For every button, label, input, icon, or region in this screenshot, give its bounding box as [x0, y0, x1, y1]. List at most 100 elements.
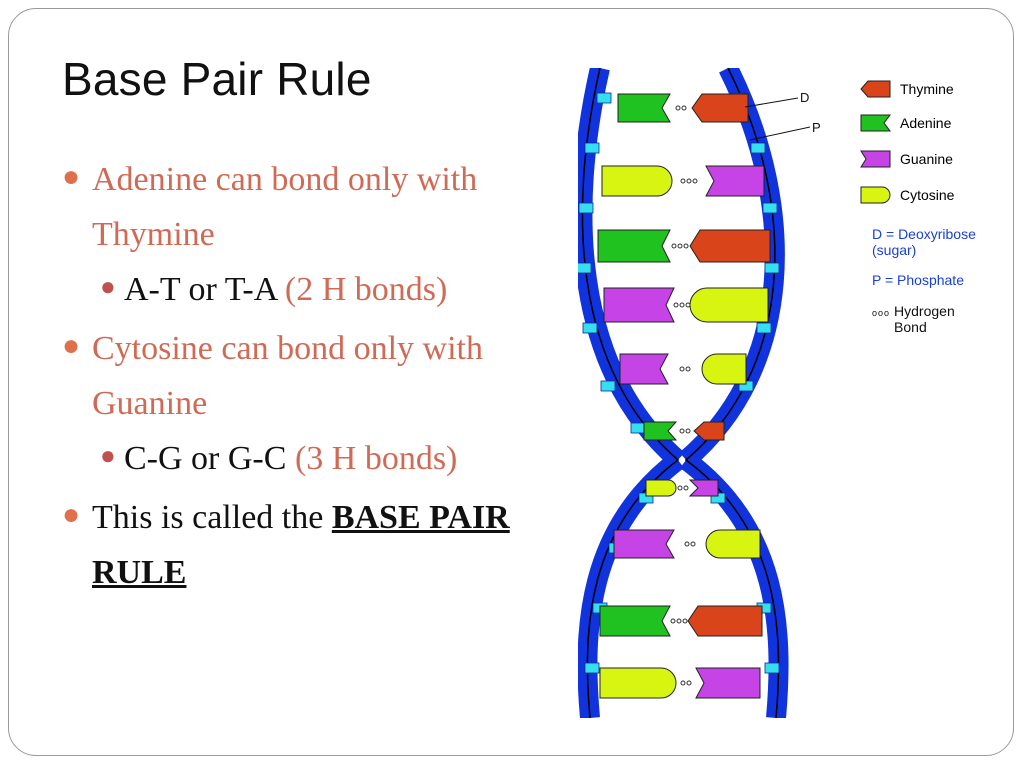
sugar-marker — [600, 380, 616, 392]
sugar-marker — [578, 262, 592, 274]
sugar-marker — [764, 262, 780, 274]
hydrogen-bond-dot — [683, 485, 689, 491]
legend-guanine: Guanine — [860, 150, 953, 168]
hydrogen-bond-dot — [671, 243, 677, 249]
slide-title: Base Pair Rule — [62, 53, 372, 105]
base-cytosine — [689, 287, 769, 323]
cytosine-swatch-icon — [860, 186, 891, 204]
sub-bullet-at-bonds: (2 H bonds) — [284, 271, 448, 308]
base-guanine — [619, 353, 669, 385]
hydrogen-bond-dot — [677, 485, 683, 491]
base-cytosine — [705, 529, 761, 559]
label-p: P — [812, 120, 821, 135]
sugar-marker — [764, 662, 780, 674]
bullet-dot: ● — [62, 498, 81, 531]
sugar-marker — [596, 92, 612, 104]
legend-guanine-label: Guanine — [900, 151, 953, 167]
sub-bullet-dot: ● — [100, 272, 116, 301]
backbone-outline — [581, 68, 680, 718]
dna-double-helix-diagram — [578, 68, 789, 718]
hydrogen-bond-dot — [686, 178, 692, 184]
legend-deoxyribose: D = Deoxyribose (sugar) — [872, 226, 976, 258]
base-thymine — [693, 421, 725, 441]
bullet-cytosine: ● Cytosine can bond only with Guanine — [62, 321, 562, 431]
legend-cytosine: Cytosine — [860, 186, 954, 204]
backbone-strand — [578, 68, 685, 468]
bullet-rule-text: This is called the — [92, 499, 324, 536]
base-thymine — [687, 605, 763, 637]
hydrogen-bond-dot — [685, 302, 691, 308]
bullet-base-pair-rule: ● This is called the BASE PAIR RULE — [62, 490, 562, 600]
slide-frame — [8, 8, 1014, 756]
hydrogen-bond-dot — [679, 302, 685, 308]
sub-bullet-cg-bonds: (3 H bonds) — [294, 440, 458, 477]
hydrogen-bond-dot — [690, 541, 696, 547]
hydrogen-bond-dot — [683, 243, 689, 249]
thymine-swatch-icon — [860, 80, 891, 98]
base-adenine — [599, 605, 671, 637]
sugar-marker — [762, 202, 778, 214]
base-guanine — [695, 667, 761, 699]
sugar-marker — [750, 142, 766, 154]
hydrogen-bond-dot — [679, 428, 685, 434]
hydrogen-bond-dot — [685, 366, 691, 372]
bullet-cytosine-text: Cytosine can bond only with Guanine — [92, 330, 483, 422]
sub-bullet-cg: ● C-G or G-C (3 H bonds) — [62, 431, 562, 486]
bullet-rule-strong: BASE PAIR RULE — [92, 499, 510, 591]
bullet-adenine: ● Adenine can bond only with Thymine — [62, 152, 562, 262]
base-cytosine — [601, 165, 673, 197]
sugar-marker — [630, 422, 646, 434]
pointer-lines — [744, 97, 811, 141]
hydrogen-bond-dot — [680, 178, 686, 184]
sugar-marker — [584, 662, 600, 674]
base-guanine — [603, 287, 675, 323]
base-adenine — [597, 229, 671, 263]
sub-bullet-at-text: A-T or T-A — [124, 271, 277, 308]
sub-bullet-at: ● A-T or T-A (2 H bonds) — [62, 262, 562, 317]
sugar-marker — [582, 322, 598, 334]
legend-adenine: Adenine — [860, 114, 951, 132]
sugar-marker — [584, 142, 600, 154]
bullet-list: ● Adenine can bond only with Thymine ● A… — [62, 152, 562, 600]
base-cytosine — [599, 667, 677, 699]
guanine-swatch-icon — [860, 150, 891, 168]
base-guanine — [705, 165, 765, 197]
hydrogen-bond-dot — [673, 302, 679, 308]
hydrogen-bond-dot — [680, 680, 686, 686]
hydrogen-bond-dot — [670, 618, 676, 624]
base-cytosine — [645, 479, 677, 497]
bullet-dot: ● — [62, 160, 81, 193]
base-guanine — [688, 479, 719, 497]
sugar-marker — [578, 202, 594, 214]
legend-hydrogen-bond: ooo Hydrogen Bond — [872, 303, 964, 335]
legend-phosphate: P = Phosphate — [872, 272, 964, 288]
hydrogen-bond-dots-icon: ooo — [872, 308, 891, 318]
bullet-dot: ● — [62, 329, 81, 362]
sub-bullet-dot: ● — [100, 441, 116, 470]
backbone-outline — [684, 68, 780, 718]
hydrogen-bond-dot — [677, 243, 683, 249]
hydrogen-bond-dot — [679, 366, 685, 372]
base-cytosine — [701, 353, 747, 385]
hydrogen-bond-dot — [686, 680, 692, 686]
adenine-swatch-icon — [860, 114, 891, 132]
legend-adenine-label: Adenine — [900, 115, 952, 131]
base-adenine — [643, 421, 678, 441]
hydrogen-bond-dot — [684, 541, 690, 547]
hydrogen-bond-dot — [682, 618, 688, 624]
hydrogen-bond-dot — [681, 105, 687, 111]
hydrogen-bond-dot — [685, 428, 691, 434]
hydrogen-bond-dot — [675, 105, 681, 111]
label-d: D — [800, 90, 810, 105]
hydrogen-bond-dot — [676, 618, 682, 624]
base-guanine — [613, 529, 675, 559]
sugar-marker — [756, 322, 772, 334]
bullet-adenine-text: Adenine can bond only with Thymine — [92, 161, 478, 253]
base-adenine — [617, 93, 671, 123]
legend-hydrogen-bond-label: Hydrogen Bond — [894, 303, 955, 335]
sub-bullet-cg-text: C-G or G-C — [124, 440, 287, 477]
base-thymine — [689, 229, 771, 263]
legend-thymine: Thymine — [860, 80, 954, 98]
base-thymine — [691, 93, 749, 123]
hydrogen-bond-dot — [692, 178, 698, 184]
